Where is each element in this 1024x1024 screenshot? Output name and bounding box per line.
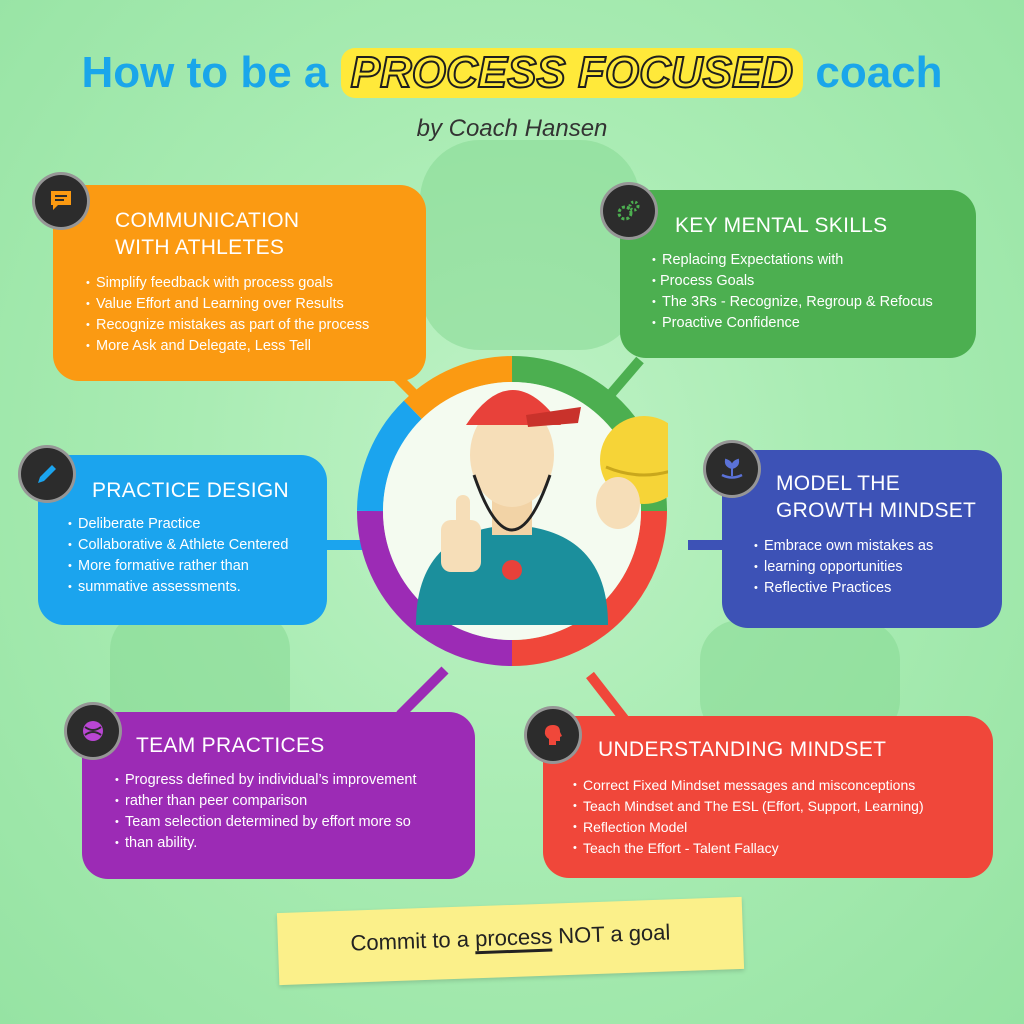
subtitle: by Coach Hansen xyxy=(416,115,608,142)
list-item: Progress defined by individual’s improve… xyxy=(115,770,417,791)
card-title: MODEL THE GROWTH MINDSET xyxy=(776,472,977,522)
card-list: Embrace own mistakes as learning opportu… xyxy=(754,536,933,599)
list-item: Collaborative & Athlete Centered xyxy=(68,535,288,556)
card-title: TEAM PRACTICES xyxy=(136,734,325,757)
page-title: How to be a PROCESS FOCUSED coach xyxy=(0,47,1024,98)
list-item: Deliberate Practice xyxy=(68,514,288,535)
list-item: Simplify feedback with process goals xyxy=(86,273,369,294)
list-item: Reflective Practices xyxy=(754,578,933,599)
coach-cap-brim xyxy=(526,407,581,427)
list-item: Process Goals xyxy=(652,271,933,292)
connector-line xyxy=(586,671,629,724)
ring-segment-blue xyxy=(357,400,423,512)
ring-segment-red xyxy=(511,510,667,666)
card-list: Simplify feedback with process goals Val… xyxy=(86,273,369,357)
list-item: Teach the Effort - Talent Fallacy xyxy=(573,838,924,859)
ring-segment-orange xyxy=(403,356,513,420)
list-item: More Ask and Delegate, Less Tell xyxy=(86,336,369,357)
list-item: than ability. xyxy=(115,833,417,854)
connector-line xyxy=(396,666,449,719)
pencil-icon xyxy=(18,445,76,503)
growing-plant-icon xyxy=(703,440,761,498)
team-practices-card: TEAM PRACTICES Progress defined by indiv… xyxy=(82,712,475,879)
thumb xyxy=(456,495,470,527)
list-item: Recognize mistakes as part of the proces… xyxy=(86,315,369,336)
practice-design-card: PRACTICE DESIGN Deliberate Practice Coll… xyxy=(38,455,327,625)
card-title: KEY MENTAL SKILLS xyxy=(675,214,888,237)
card-list: Replacing Expectations with Process Goal… xyxy=(652,250,933,334)
card-title: PRACTICE DESIGN xyxy=(92,479,290,502)
chat-bubble-icon xyxy=(32,172,90,230)
list-item: Teach Mindset and The ESL (Effort, Suppo… xyxy=(573,796,924,817)
coach-head xyxy=(470,403,554,507)
whistle-icon xyxy=(502,560,522,580)
card-title: UNDERSTANDING MINDSET xyxy=(598,738,887,761)
card-list: Progress defined by individual’s improve… xyxy=(115,770,417,854)
list-item: rather than peer comparison xyxy=(115,791,417,812)
list-item: Team selection determined by effort more… xyxy=(115,812,417,833)
list-item: Value Effort and Learning over Results xyxy=(86,294,369,315)
ring-segment-purple xyxy=(357,510,513,666)
coach-hand-right xyxy=(596,477,640,529)
list-item: Correct Fixed Mindset messages and misco… xyxy=(573,775,924,796)
card-list: Deliberate Practice Collaborative & Athl… xyxy=(68,514,288,598)
understanding-mindset-card: UNDERSTANDING MINDSET Correct Fixed Mind… xyxy=(543,716,993,878)
ball-seam xyxy=(605,465,668,477)
coach-hand xyxy=(441,520,481,572)
title-prefix: How to be a xyxy=(81,48,329,97)
card-list: Correct Fixed Mindset messages and misco… xyxy=(573,775,924,859)
list-item: Proactive Confidence xyxy=(652,313,933,334)
growth-mindset-card: MODEL THE GROWTH MINDSET Embrace own mis… xyxy=(722,450,1002,628)
list-item: Replacing Expectations with xyxy=(652,250,933,271)
list-item: More formative rather than xyxy=(68,556,288,577)
list-item: learning opportunities xyxy=(754,557,933,578)
head-icon xyxy=(524,706,582,764)
gears-icon xyxy=(600,182,658,240)
mental-skills-card: KEY MENTAL SKILLS Replacing Expectations… xyxy=(620,190,976,358)
coach-ring xyxy=(357,356,668,666)
list-item: summative assessments. xyxy=(68,577,288,598)
card-title: COMMUNICATION WITH ATHLETES xyxy=(115,209,300,259)
background-figure xyxy=(420,140,640,350)
title-suffix: coach xyxy=(815,48,943,97)
list-item: Embrace own mistakes as xyxy=(754,536,933,557)
title-highlight: PROCESS FOCUSED xyxy=(340,47,804,98)
connector-line xyxy=(606,356,644,399)
list-item: The 3Rs - Recognize, Regroup & Refocus xyxy=(652,292,933,313)
list-item: Reflection Model xyxy=(573,817,924,838)
whistle-cord xyxy=(472,474,552,532)
communication-card: COMMUNICATION WITH ATHLETES Simplify fee… xyxy=(53,185,426,381)
footer-message: Commit to a process NOT a goal xyxy=(350,919,671,956)
ball-icon xyxy=(64,702,122,760)
